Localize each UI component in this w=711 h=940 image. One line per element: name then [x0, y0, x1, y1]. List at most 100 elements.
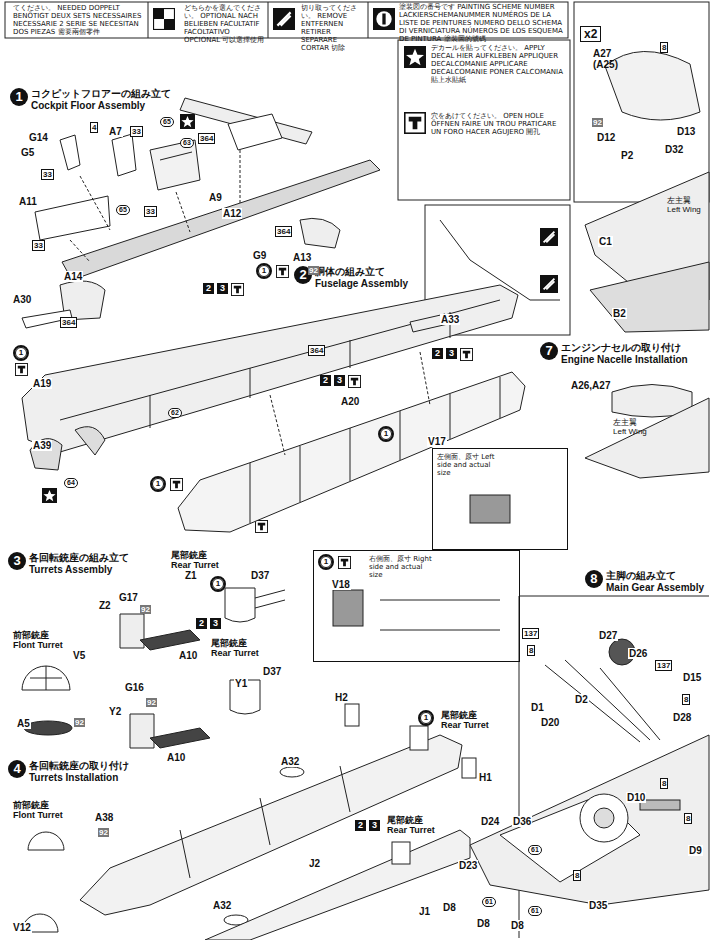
part-number: D13 — [676, 126, 696, 137]
step-title: エンジンナセルの取り付けEngine Nacelle Installation — [561, 342, 688, 365]
step-heading: 3各回転銃座の組み立てTurrets Assembly — [8, 552, 131, 575]
legend-note: 塗装図の番号です PAINTING SCHEME NUMBER LACKIERS… — [398, 3, 568, 43]
part-number: A39 — [32, 440, 52, 451]
scheme-number: 2 — [432, 348, 443, 359]
part-number: A19 — [32, 378, 52, 389]
part-number: A26,A27 — [570, 380, 611, 391]
scheme-number: 1 — [152, 478, 164, 490]
legend-note: てください。 NEEDED DOPPELT BENÖTIGT DEUX SETS… — [12, 4, 146, 36]
scheme-number: 2 — [196, 618, 207, 629]
step-title: コクピットフロアーの組み立てCockpit Floor Assembly — [31, 88, 171, 111]
legend-note: どちらかを選んでください。 OPTIONAL NACH BELIEBEN FAC… — [183, 4, 267, 44]
part-number: B2 — [612, 308, 627, 319]
paint-callout: 8 — [573, 870, 581, 881]
step-title-line: Turrets Installation — [29, 772, 129, 783]
step-title: 胴体の組み立てFuselage Assembly — [315, 266, 408, 289]
part-number: D8 — [442, 902, 457, 913]
part-number: D26 — [628, 648, 648, 659]
part-number: D1 — [530, 702, 545, 713]
step-title-line: Engine Nacelle Installation — [561, 354, 688, 365]
part-number: V5 — [72, 650, 86, 661]
paint-callout: 92 — [308, 266, 319, 275]
turret-note: 尾部銃座 Rear Turret — [210, 638, 268, 658]
part-number: D9 — [688, 845, 703, 856]
part-number: A27 (A25) — [592, 48, 626, 70]
part-number: A7 — [108, 126, 123, 137]
paint-callout: 137 — [522, 628, 539, 639]
legend-note: 切り取ってください。 REMOVE ENTFERNEN RETIRER SEPA… — [300, 4, 368, 52]
paint-callout: 61 — [528, 906, 542, 916]
part-number: D35 — [588, 900, 608, 911]
part-number: A10 — [166, 752, 186, 763]
part-number: A38 — [94, 812, 114, 823]
step-title-line: 胴体の組み立て — [315, 266, 408, 278]
part-number: A33 — [440, 314, 460, 325]
paint-callout: 8 — [660, 778, 668, 789]
scheme-number: 3 — [369, 820, 380, 831]
part-number: Z1 — [184, 570, 198, 581]
paint-callout: 8 — [660, 42, 668, 53]
part-number: Y2 — [108, 706, 122, 717]
turret-note: 尾部銃座 Rear Turret — [386, 815, 444, 835]
scheme-number: 1 — [212, 578, 224, 590]
paint-callout: 92 — [592, 118, 603, 127]
step-title-line: 各回転銃座の取り付け — [29, 760, 129, 772]
step-heading: 7エンジンナセルの取り付けEngine Nacelle Installation — [540, 342, 690, 365]
frames — [5, 2, 709, 938]
step-number: 8 — [585, 570, 603, 588]
step-title-line: 各回転銃座の組み立て — [29, 552, 129, 564]
step-title-line: Fuselage Assembly — [315, 278, 408, 289]
part-number: D37 — [262, 666, 282, 677]
part-number: D15 — [682, 672, 702, 683]
part-number: D20 — [540, 717, 560, 728]
paint-callout: 364 — [60, 317, 77, 328]
step-number: 4 — [8, 760, 26, 778]
part-number: V18 — [331, 579, 351, 590]
scheme-number: 3 — [210, 618, 221, 629]
scheme-number: 3 — [217, 283, 228, 294]
part-number: A14 — [63, 271, 83, 282]
part-number: A32 — [212, 900, 232, 911]
part-number: V12 — [12, 922, 32, 933]
part-number: D2 — [574, 694, 589, 705]
paint-callout: 8 — [527, 645, 535, 656]
paint-callout: 92 — [146, 698, 157, 707]
part-number: D36 — [512, 816, 532, 827]
paint-callout: 62 — [168, 408, 182, 418]
part-number: J1 — [418, 906, 431, 917]
step-number: 1 — [10, 88, 28, 106]
part-number: D12 — [596, 132, 616, 143]
scheme-number: 1 — [15, 347, 27, 359]
step-title-line: Main Gear Assembly — [606, 582, 704, 593]
paint-callout: 8 — [684, 813, 692, 824]
paint-callout: 4 — [90, 122, 98, 133]
part-number: G9 — [252, 250, 267, 261]
step-title-line: コクピットフロアーの組み立て — [31, 88, 171, 100]
part-number: A30 — [12, 294, 32, 305]
turret-note: 前部銃座 Flont Turret — [12, 800, 70, 820]
step-title: 各回転銃座の取り付けTurrets Installation — [29, 760, 129, 783]
paint-callout: 92 — [98, 828, 109, 837]
part-number: D28 — [672, 712, 692, 723]
part-number: A9 — [208, 192, 223, 203]
part-drawings — [22, 51, 709, 940]
paint-callout: 65 — [116, 205, 130, 215]
part-number: D24 — [480, 816, 500, 827]
part-number: D37 — [250, 570, 270, 581]
step-heading: 1コクピットフロアーの組み立てCockpit Floor Assembly — [10, 88, 173, 111]
paint-callout: 61 — [528, 845, 542, 855]
part-number: A13 — [292, 252, 312, 263]
part-number: G14 — [28, 132, 49, 143]
step-title-line: 主脚の組み立て — [606, 570, 704, 582]
step-title: 主脚の組み立てMain Gear Assembly — [606, 570, 704, 593]
scheme-number: 1 — [258, 265, 270, 277]
legend-note: デカールを貼ってください。 APPLY DECAL HIER AUFKLEBEN… — [430, 44, 568, 84]
part-number: A32 — [280, 756, 300, 767]
paint-callout: 63 — [180, 138, 194, 148]
part-number: C1 — [598, 236, 613, 247]
step-number: 7 — [540, 342, 558, 360]
scheme-number: 2 — [355, 820, 366, 831]
part-number: A11 — [18, 196, 38, 207]
scheme-number: 3 — [334, 375, 345, 386]
